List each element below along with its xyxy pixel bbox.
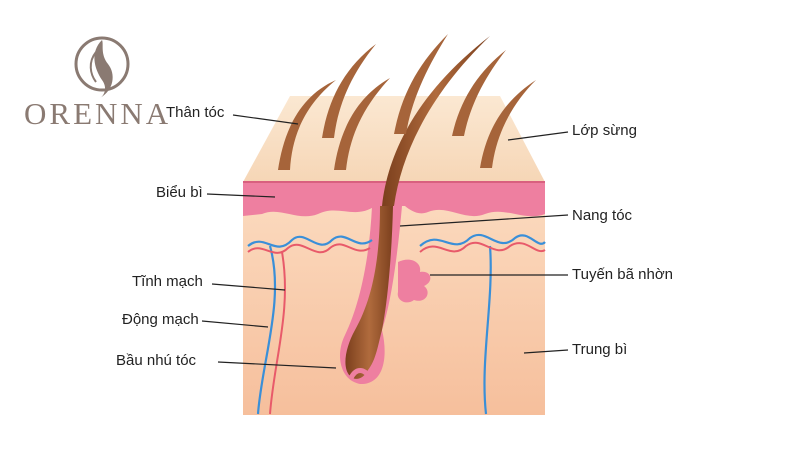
leader-lines	[201, 114, 569, 369]
main-hair-shaft	[382, 36, 490, 206]
hair-strand-4	[394, 34, 448, 134]
hair-bulb	[345, 206, 393, 379]
hair-strand-6	[480, 80, 536, 168]
brand-name: ORENNA	[24, 96, 172, 131]
skin-top-surface	[243, 96, 545, 182]
hair-strand-circle-logo	[74, 36, 130, 98]
hair-strand-1	[278, 80, 336, 170]
dermal-papilla	[348, 368, 373, 380]
hair-strand-5	[452, 50, 506, 136]
label-bieu-bi: Biểu bì	[156, 184, 203, 201]
label-than-toc: Thân tóc	[166, 104, 225, 121]
label-dong-mach: Động mạch	[122, 311, 199, 328]
vein-network	[247, 233, 546, 415]
hair-strand-2	[322, 44, 376, 138]
label-tinh-mach: Tĩnh mạch	[132, 273, 203, 290]
label-bau-nhu-toc: Bầu nhú tóc	[116, 352, 197, 369]
artery-network	[247, 241, 546, 415]
label-lop-sung: Lớp sừng	[572, 122, 637, 139]
label-trung-bi: Trung bì	[572, 341, 628, 358]
label-tuyen-ba-nhon: Tuyến bã nhờn	[572, 266, 674, 283]
hair-strand-3	[334, 78, 390, 170]
label-nang-toc: Nang tóc	[572, 207, 633, 224]
sebaceous-gland	[397, 259, 431, 303]
